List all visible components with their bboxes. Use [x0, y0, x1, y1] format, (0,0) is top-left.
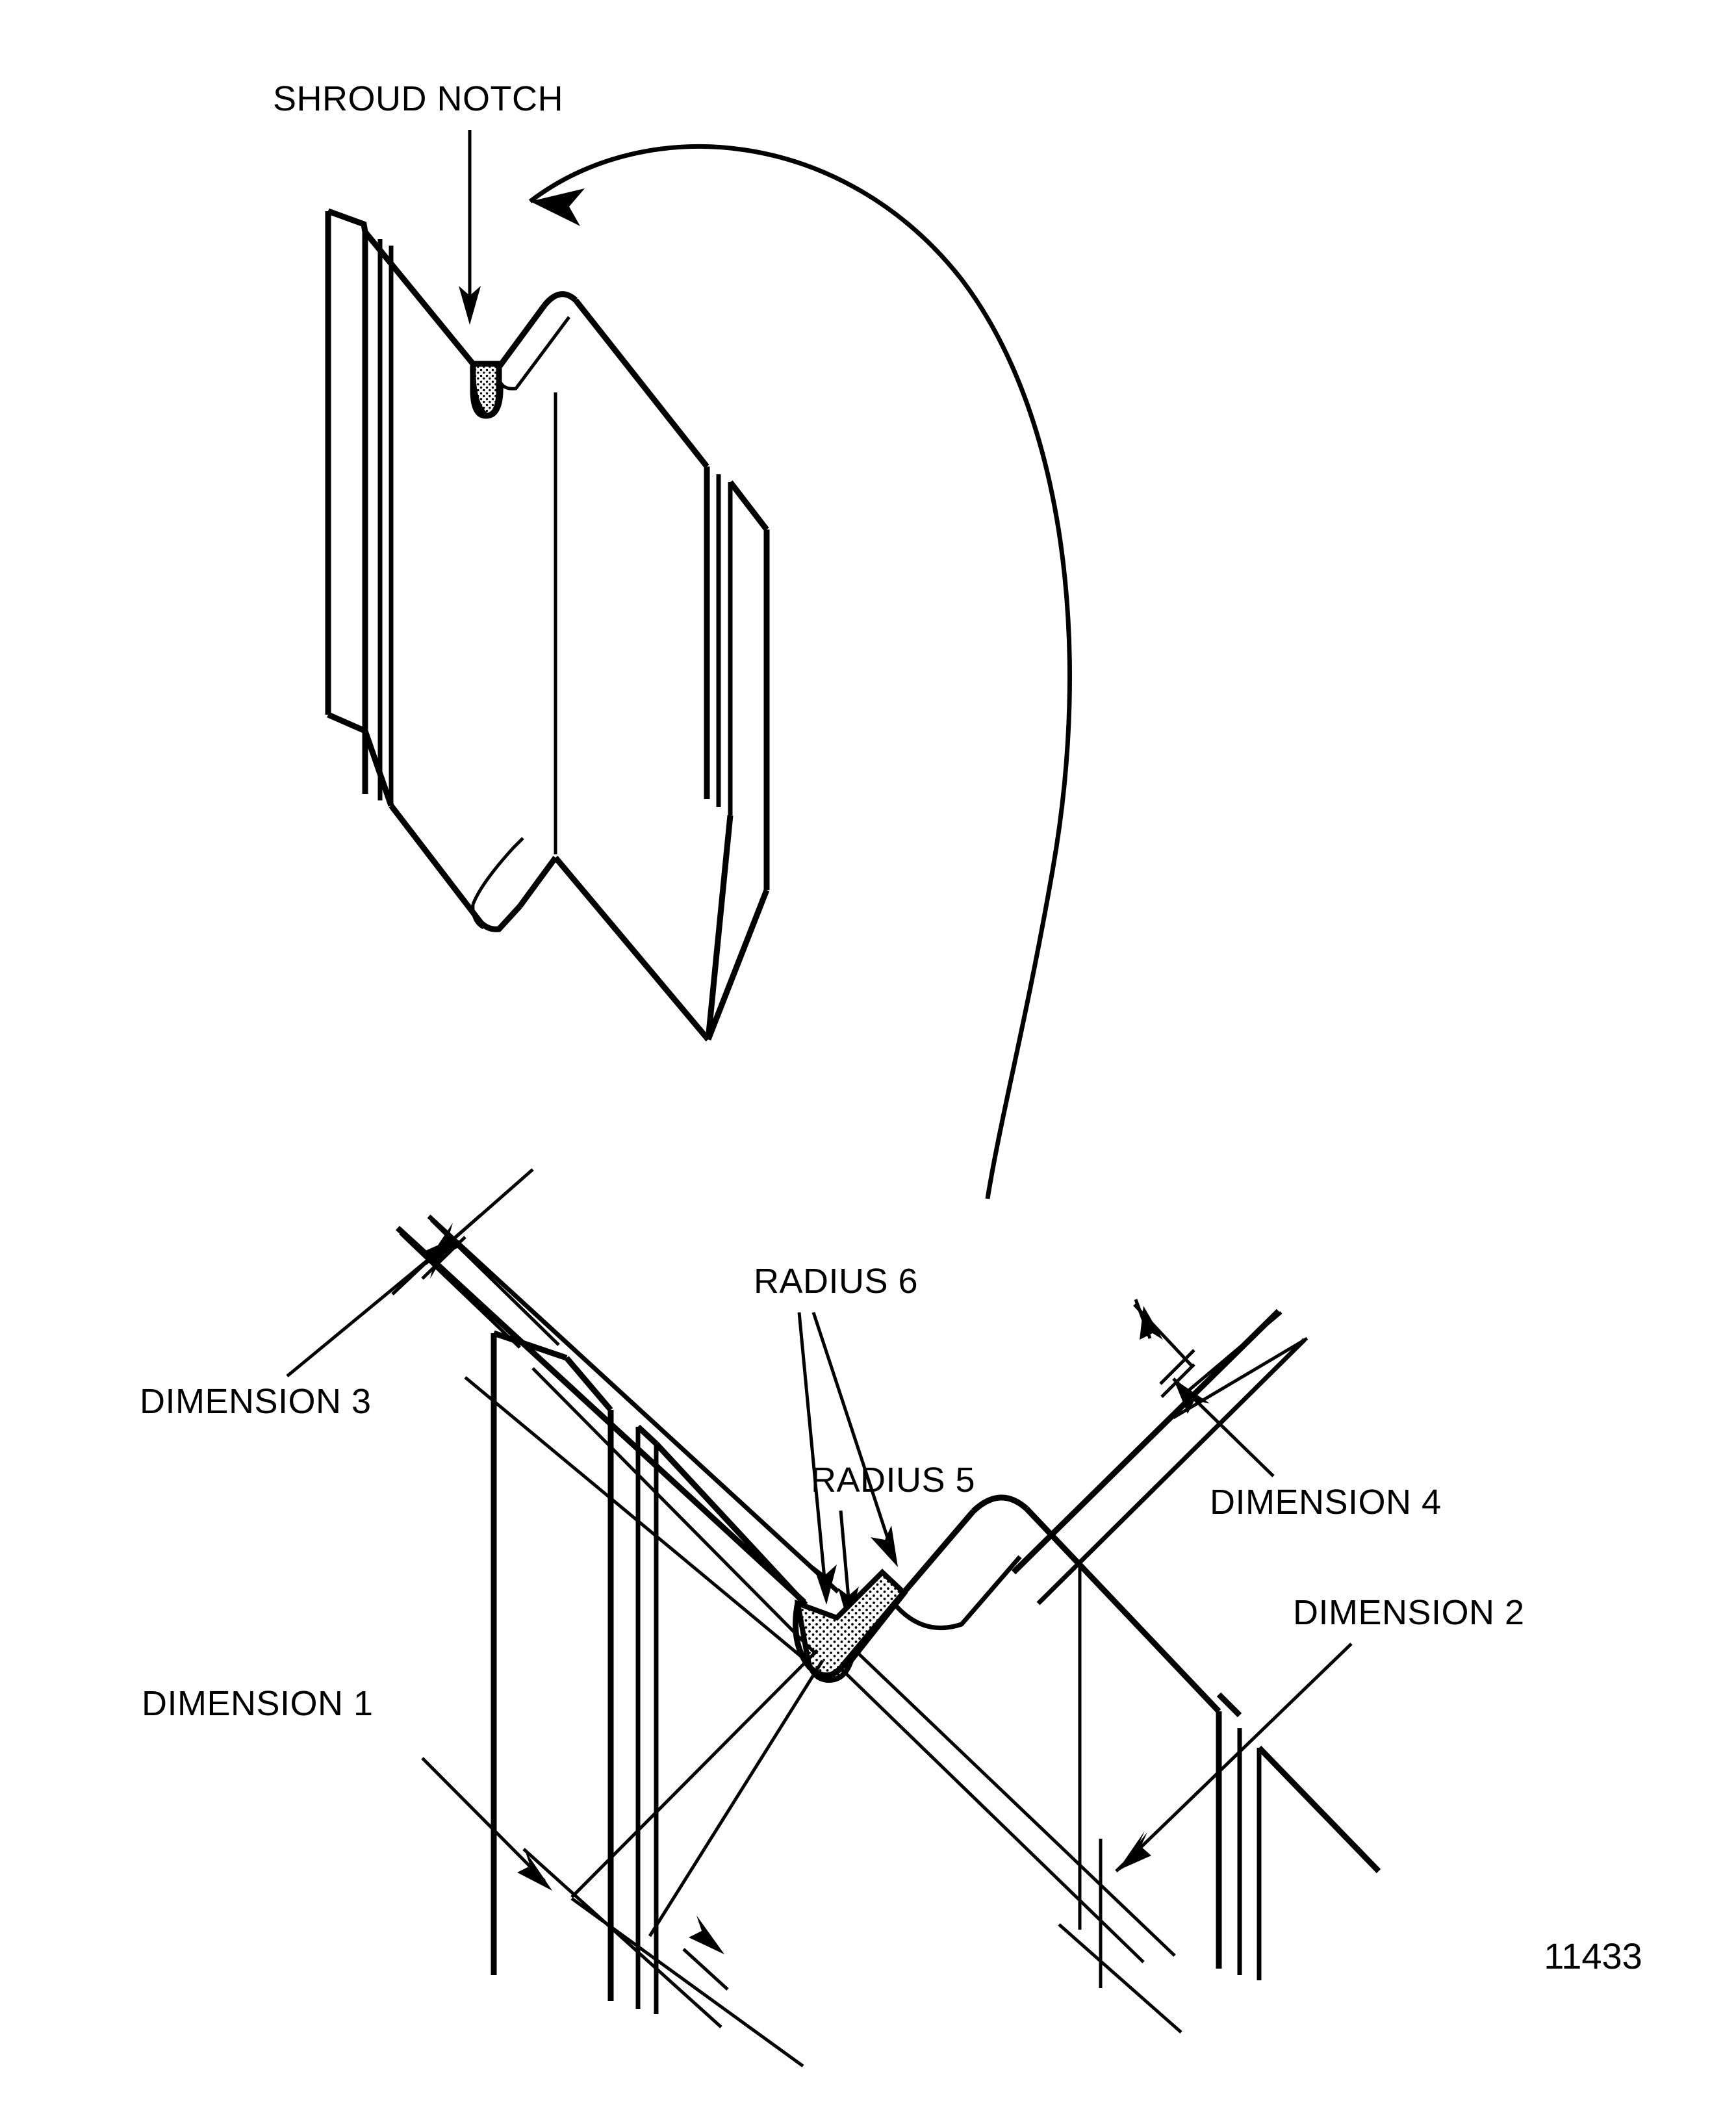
dimension-2-leader	[1115, 1642, 1353, 1872]
radius-6-label: RADIUS 6	[754, 1262, 918, 1301]
shroud-notch-label: SHROUD NOTCH	[273, 79, 563, 118]
dimension-1-leader	[421, 1757, 552, 1891]
dimension-1-label: DIMENSION 1	[142, 1684, 374, 1723]
upper-shroud-view: SHROUD NOTCH	[273, 79, 1072, 1199]
detail-link-curve	[528, 144, 1072, 1199]
dimension-4-second-arrow	[1133, 1299, 1195, 1385]
shroud-notch-leader	[459, 130, 481, 325]
radius-5-label: RADIUS 5	[811, 1461, 975, 1500]
lower-detail-view: DIMENSION 3 RADIUS 6	[140, 1168, 1525, 2068]
dimension-4-leader	[1160, 1363, 1275, 1477]
upper-shroud-body	[325, 208, 770, 1041]
dimension-2-label: DIMENSION 2	[1293, 1593, 1525, 1632]
detail-link-arrowhead	[530, 188, 585, 226]
dimension-3-label: DIMENSION 3	[140, 1382, 372, 1421]
figure-number: 11433	[1544, 1935, 1642, 1976]
radius-6-leaders	[797, 1312, 898, 1605]
lower-shroud-geometry	[395, 1214, 1381, 2068]
dimension-4-label: DIMENSION 4	[1210, 1483, 1442, 1522]
shroud-notch-arrowhead	[459, 286, 481, 325]
notch-stipple-region	[794, 1568, 908, 1683]
